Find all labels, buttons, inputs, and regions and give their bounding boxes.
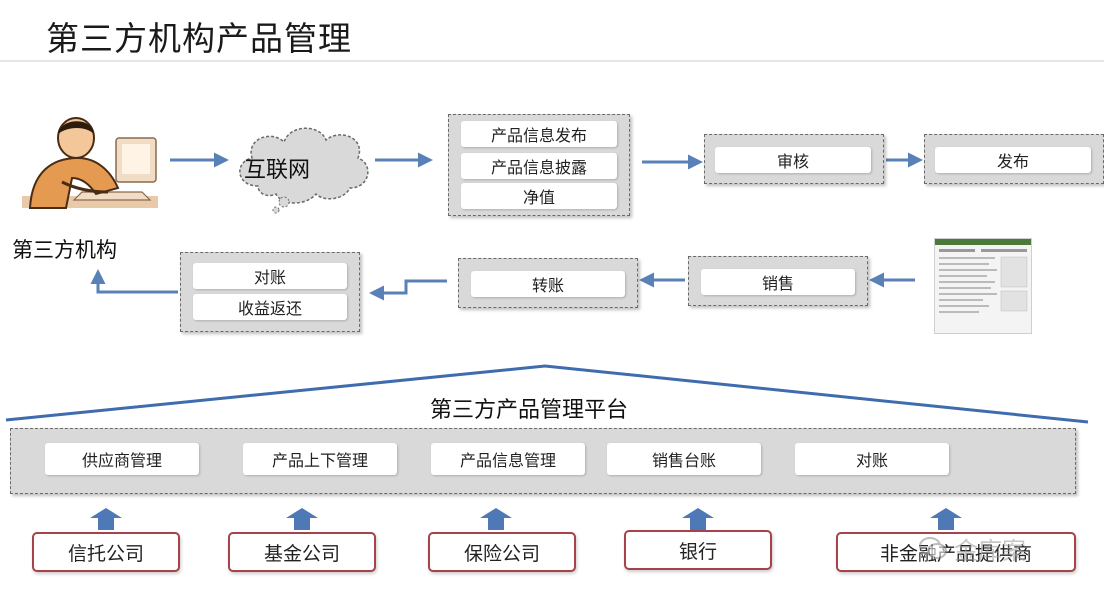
sales-panel: 销售 [688,256,868,306]
internet-label: 互联网 [244,158,311,183]
up-arrow-icon [480,508,512,530]
up-arrow-icon [682,508,714,530]
system-screenshot-thumbnail [934,238,1032,334]
org-bank[interactable]: 银行 [624,530,772,570]
platform-title: 第三方产品管理平台 [430,398,629,423]
transfer-panel: 转账 [458,258,638,308]
arrow-transfer-to-recon [369,279,447,301]
arrow-recon-to-actor [90,269,178,294]
title-divider [0,60,1104,62]
module-product-info[interactable]: 产品信息管理 [431,443,585,475]
info-item-publish[interactable]: 产品信息发布 [461,121,617,147]
reconciliation-panel: 对账 收益返还 [180,252,360,332]
thumbnail-header-bar [935,239,1031,245]
up-arrow-icon [930,508,962,530]
wechat-icon [919,537,947,559]
up-arrow-icon [90,508,122,530]
transfer-item[interactable]: 转账 [471,271,625,297]
org-fund-company[interactable]: 基金公司 [228,532,376,572]
actor-label: 第三方机构 [12,238,117,262]
publish-panel: 发布 [924,134,1104,184]
product-info-panel: 产品信息发布 产品信息披露 净值 [448,114,630,216]
recon-item-return[interactable]: 收益返还 [193,294,347,320]
platform-roof [5,364,1089,424]
internet-cloud: 互联网 [228,118,376,214]
watermark-text: 金库案 [954,536,1026,565]
sales-item[interactable]: 销售 [701,269,855,295]
page-title: 第三方机构产品管理 [46,19,352,58]
watermark: 金库案 [918,528,1068,568]
review-item[interactable]: 审核 [715,147,871,173]
info-item-nav[interactable]: 净值 [461,183,617,209]
cloud-icon [239,127,369,214]
org-trust-company[interactable]: 信托公司 [32,532,180,572]
platform-modules-panel: 供应商管理 产品上下管理 产品信息管理 销售台账 对账 [10,428,1076,494]
thumbnail-content [939,249,1028,313]
recon-item-statement[interactable]: 对账 [193,263,347,289]
review-panel: 审核 [704,134,884,184]
module-supplier[interactable]: 供应商管理 [45,443,199,475]
businessman-at-computer-icon [22,117,158,209]
org-non-financial-provider[interactable]: 非金融产品提供商 [836,532,1076,572]
publish-item[interactable]: 发布 [935,147,1091,173]
info-item-disclosure[interactable]: 产品信息披露 [461,153,617,179]
module-listing[interactable]: 产品上下管理 [243,443,397,475]
module-sales-ledger[interactable]: 销售台账 [607,443,761,475]
org-insurance-company[interactable]: 保险公司 [428,532,576,572]
module-reconciliation[interactable]: 对账 [795,443,949,475]
up-arrow-icon [286,508,318,530]
